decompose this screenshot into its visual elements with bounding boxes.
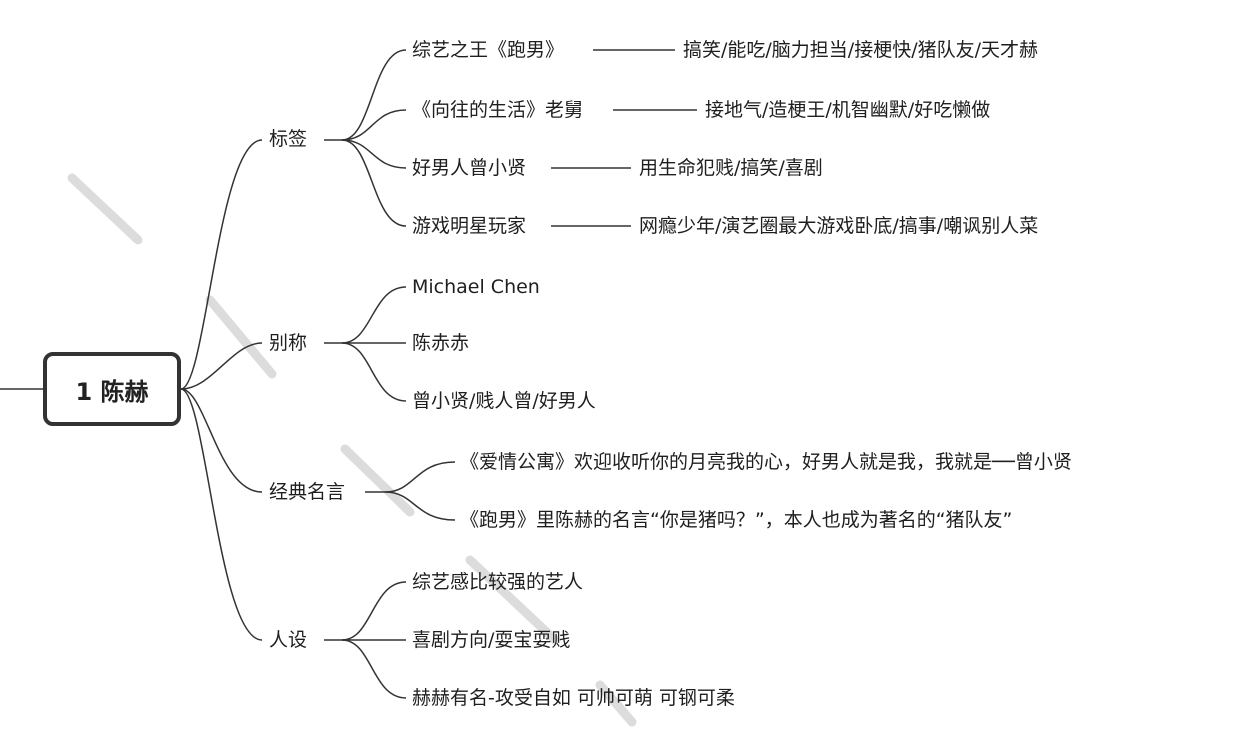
tag-detail-node[interactable]: 搞笑/能吃/脑力担当/接梗快/猪队友/天才赫 [683, 39, 1039, 61]
root-node[interactable]: 1 陈赫 [43, 352, 181, 426]
tag-detail-node[interactable]: 用生命犯贱/搞笑/喜剧 [639, 157, 823, 179]
tag-detail-node[interactable]: 接地气/造梗王/机智幽默/好吃懒做 [705, 99, 991, 121]
persona-node[interactable]: 喜剧方向/耍宝耍贱 [412, 629, 571, 651]
persona-node[interactable]: 赫赫有名-攻受自如 可帅可萌 可钢可柔 [412, 687, 735, 709]
persona-node[interactable]: 综艺感比较强的艺人 [412, 571, 584, 593]
alias-node[interactable]: 陈赤赤 [412, 332, 470, 354]
branch-label-aliases[interactable]: 别称 [269, 332, 308, 354]
branch-label-tags[interactable]: 标签 [269, 128, 308, 150]
watermark-stripes [67, 173, 637, 727]
alias-node[interactable]: Michael Chen [412, 276, 540, 298]
tag-node[interactable]: 游戏明星玩家 [412, 215, 527, 237]
tag-detail-node[interactable]: 网瘾少年/演艺圈最大游戏卧底/搞事/嘲讽别人菜 [639, 215, 1039, 237]
alias-node[interactable]: 曾小贤/贱人曾/好男人 [412, 390, 596, 412]
tag-node[interactable]: 综艺之王《跑男》 [412, 39, 565, 61]
branch-label-quotes[interactable]: 经典名言 [269, 481, 346, 503]
quote-node[interactable]: 《爱情公寓》欢迎收听你的月亮我的心，好男人就是我，我就是──曾小贤 [460, 451, 1072, 473]
branch-label-persona[interactable]: 人设 [269, 629, 308, 651]
tag-node[interactable]: 《向往的生活》老舅 [412, 99, 584, 121]
quote-node[interactable]: 《跑男》里陈赫的名言“你是猪吗？”，本人也成为著名的“猪队友” [460, 509, 1013, 531]
tag-node[interactable]: 好男人曾小贤 [412, 157, 527, 179]
